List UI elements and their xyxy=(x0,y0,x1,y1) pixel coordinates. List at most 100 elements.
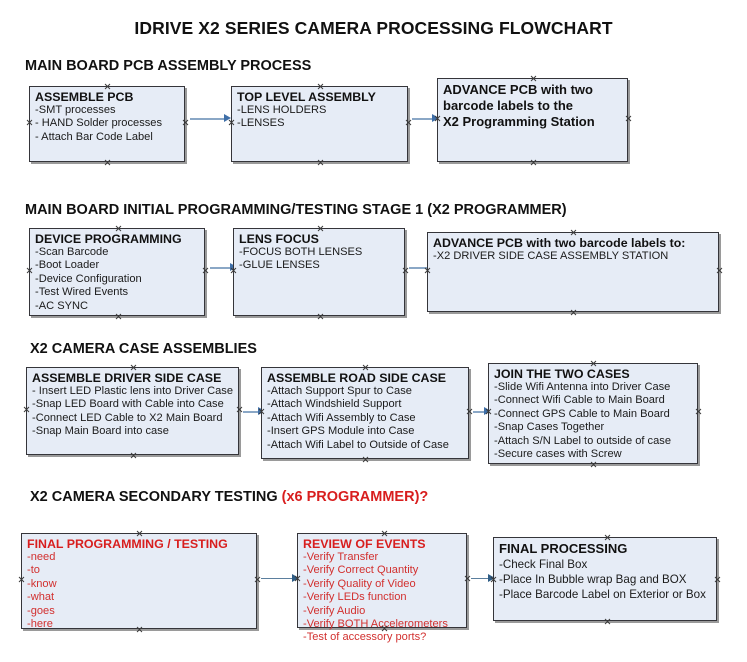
node-review-of-events[interactable]: REVIEW OF EVENTS -Verify Transfer -Verif… xyxy=(297,530,467,643)
node-title: REVIEW OF EVENTS xyxy=(303,537,426,551)
connector-handle-left xyxy=(23,406,30,413)
node-title: DEVICE PROGRAMMING xyxy=(35,232,182,246)
node-assemble-road-side-case[interactable]: ASSEMBLE ROAD SIDE CASE -Attach Support … xyxy=(261,367,469,459)
connector-handle-top xyxy=(136,530,143,537)
node-title: TOP LEVEL ASSEMBLY xyxy=(237,90,376,104)
node-line-overflow: -Test of accessory ports? xyxy=(303,631,427,644)
connector-handle-right xyxy=(402,267,409,274)
connector-handle-top xyxy=(604,534,611,541)
node-line: -AC SYNC xyxy=(35,299,89,312)
node-line: -goes xyxy=(27,604,55,617)
node-line: -Boot Loader xyxy=(35,259,100,272)
node-line: -Snap Cases Together xyxy=(494,421,605,434)
node-line: -Connect GPS Cable to Main Board xyxy=(494,407,670,420)
node-line: -know xyxy=(27,577,57,590)
node-title: FINAL PROGRAMMING / TESTING xyxy=(27,537,228,551)
connector-handle-right xyxy=(182,119,189,126)
connector-handle-top xyxy=(381,530,388,537)
node-line: -Verify Quality of Video xyxy=(303,577,416,590)
connector-handle-bottom xyxy=(115,313,122,320)
node-line: -Place In Bubble wrap Bag and BOX xyxy=(499,573,687,587)
connector-handle-right xyxy=(714,576,721,583)
node-line: barcode labels to the xyxy=(443,98,574,113)
connector-handle-bottom xyxy=(604,618,611,625)
connector-device-programming-to-lens-focus xyxy=(210,267,233,269)
node-advance-pcb-to-x2-programming-station[interactable]: ADVANCE PCB with two barcode labels to t… xyxy=(437,78,628,162)
node-line: -Verify Transfer xyxy=(303,551,379,563)
connector-handle-left xyxy=(26,267,33,274)
node-final-programming-testing[interactable]: FINAL PROGRAMMING / TESTING -need -to -k… xyxy=(21,530,257,631)
node-title: ASSEMBLE PCB xyxy=(35,90,134,104)
node-final-processing[interactable]: FINAL PROCESSING -Check Final Box -Place… xyxy=(493,537,717,621)
node-title: ADVANCE PCB with two barcode labels to: xyxy=(433,236,686,250)
node-line: -Slide Wifi Antenna into Driver Case xyxy=(494,381,671,393)
node-line: -Attach Wifi Assembly to Case xyxy=(267,411,416,424)
connector-handle-top xyxy=(317,83,324,90)
node-line: -Attach Wifi Label to Outside of Case xyxy=(267,438,449,451)
node-line: -here xyxy=(27,618,53,631)
node-assemble-pcb[interactable]: ASSEMBLE PCB -SMT processes - HAND Solde… xyxy=(29,86,185,162)
node-title: ASSEMBLE DRIVER SIDE CASE xyxy=(32,371,222,385)
node-line: -GLUE LENSES xyxy=(239,259,320,272)
connector-top-level-to-advance-pcb xyxy=(412,118,435,120)
node-line: - HAND Solder processes xyxy=(35,117,163,130)
node-line: -Attach S/N Label to outside of case xyxy=(494,434,671,447)
connector-road-case-to-join-cases xyxy=(473,411,488,413)
connector-handle-bottom xyxy=(130,452,137,459)
connector-driver-case-to-road-case xyxy=(243,411,261,413)
node-advance-pcb-to-driver-side-case-station[interactable]: ADVANCE PCB with two barcode labels to: … xyxy=(427,232,719,312)
node-join-the-two-cases[interactable]: JOIN THE TWO CASES -Slide Wifi Antenna i… xyxy=(488,363,698,464)
connector-handle-right xyxy=(695,408,702,415)
connector-review-of-events-to-final-processing xyxy=(471,578,493,580)
node-line: -Connect LED Cable to X2 Main Board xyxy=(32,411,223,424)
connector-handle-left xyxy=(26,119,33,126)
node-title: ASSEMBLE ROAD SIDE CASE xyxy=(267,371,446,385)
node-line: -Verify BOTH Accelerometers xyxy=(303,618,448,631)
connector-handle-bottom xyxy=(317,313,324,320)
node-title: LENS FOCUS xyxy=(239,232,319,246)
node-line: -Snap LED Board with Cable into Case xyxy=(32,398,224,411)
node-line: -Verify Correct Quantity xyxy=(303,564,419,577)
node-line: -LENSES xyxy=(237,117,285,130)
node-device-programming[interactable]: DEVICE PROGRAMMING -Scan Barcode -Boot L… xyxy=(29,228,205,316)
section-heading-x2-camera-case-assemblies: X2 CAMERA CASE ASSEMBLIES xyxy=(30,341,257,357)
node-line: -Place Barcode Label on Exterior or Box xyxy=(499,588,706,602)
connector-assemble-pcb-to-top-level xyxy=(190,118,227,120)
node-title: ADVANCE PCB with two xyxy=(443,82,593,97)
connector-handle-top xyxy=(362,364,369,371)
connector-handle-right xyxy=(405,119,412,126)
node-title: FINAL PROCESSING xyxy=(499,541,628,556)
arrowhead-icon xyxy=(488,574,495,582)
connector-handle-bottom xyxy=(530,159,537,166)
connector-handle-top xyxy=(590,360,597,367)
node-line: -Connect Wifi Cable to Main Board xyxy=(494,394,665,407)
node-line: -SMT processes xyxy=(35,104,116,116)
connector-handle-top xyxy=(317,225,324,232)
node-line: -what xyxy=(27,591,55,604)
connector-handle-top xyxy=(104,83,111,90)
node-line: -X2 DRIVER SIDE CASE ASSEMBLY STATION xyxy=(433,250,669,262)
node-top-level-assembly[interactable]: TOP LEVEL ASSEMBLY -LENS HOLDERS -LENSES xyxy=(231,86,408,162)
connector-handle-top xyxy=(530,75,537,82)
node-line: X2 Programming Station xyxy=(443,114,595,129)
node-line: -need xyxy=(27,551,56,563)
node-line: -Attach Support Spur to Case xyxy=(267,385,412,397)
connector-handle-right xyxy=(625,115,632,122)
node-line: - Attach Bar Code Label xyxy=(35,130,153,143)
connector-handle-bottom xyxy=(317,159,324,166)
section-heading-x2-camera-secondary-testing: X2 CAMERA SECONDARY TESTING (x6 PROGRAMM… xyxy=(30,489,428,505)
node-line: -Verify LEDs function xyxy=(303,591,407,604)
arrowhead-icon xyxy=(484,407,491,415)
node-line: -Check Final Box xyxy=(499,558,588,571)
arrowhead-icon xyxy=(292,574,299,582)
node-lens-focus[interactable]: LENS FOCUS -FOCUS BOTH LENSES -GLUE LENS… xyxy=(233,228,405,316)
node-assemble-driver-side-case[interactable]: ASSEMBLE DRIVER SIDE CASE - Insert LED P… xyxy=(26,367,239,455)
connector-handle-right xyxy=(254,576,261,583)
node-line: -Device Configuration xyxy=(35,272,142,285)
connector-handle-right xyxy=(716,267,723,274)
connector-handle-bottom xyxy=(362,456,369,463)
arrowhead-icon xyxy=(432,114,439,122)
connector-handle-right xyxy=(466,408,473,415)
node-line: -Scan Barcode xyxy=(35,246,109,258)
